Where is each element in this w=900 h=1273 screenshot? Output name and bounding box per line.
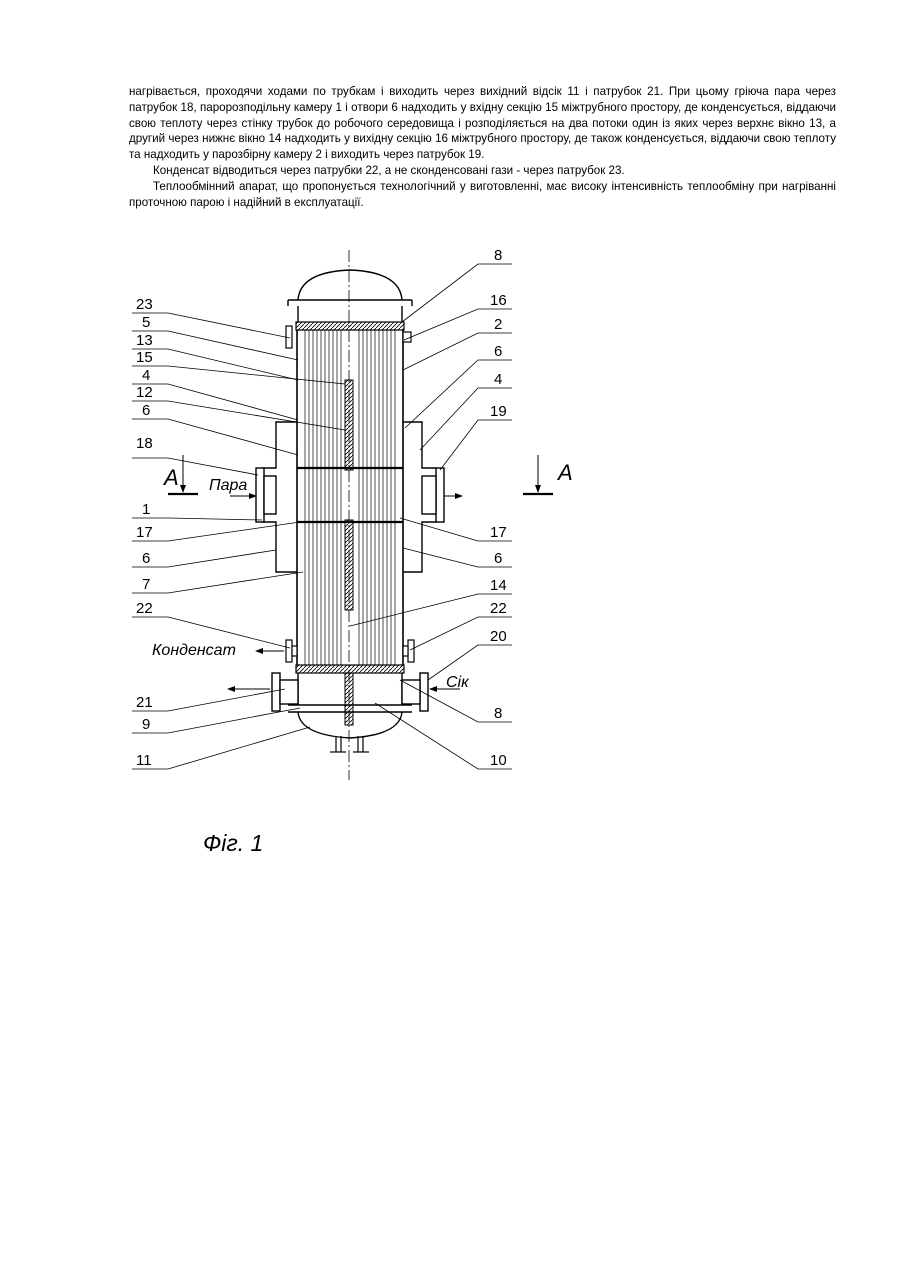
label-17: 17 xyxy=(490,524,507,541)
label-15: 15 xyxy=(136,349,153,366)
label-9: 9 xyxy=(142,716,150,733)
label-2: 2 xyxy=(494,316,502,333)
label-14: 14 xyxy=(490,577,507,594)
label-17: 17 xyxy=(136,524,153,541)
label-11: 11 xyxy=(136,752,152,769)
label-18: 18 xyxy=(136,435,153,452)
label-4: 4 xyxy=(494,371,502,388)
section-mark-right: A xyxy=(556,460,573,485)
right-leader-lines xyxy=(350,264,512,769)
label-12: 12 xyxy=(136,384,153,401)
label-22: 22 xyxy=(490,600,507,617)
figure-caption: Фіг. 1 xyxy=(203,830,263,857)
label-6: 6 xyxy=(142,550,150,567)
bottom-tube-sheet xyxy=(296,665,404,673)
top-tube-sheet xyxy=(296,322,404,330)
label-10: 10 xyxy=(490,752,507,769)
label-6: 6 xyxy=(494,343,502,360)
bottom-partition xyxy=(345,673,353,725)
steam-nozzles xyxy=(256,468,444,522)
label-20: 20 xyxy=(490,628,507,645)
label-19: 19 xyxy=(490,403,507,420)
label-22: 22 xyxy=(136,600,153,617)
label-16: 16 xyxy=(490,292,507,309)
label-1: 1 xyxy=(142,501,150,518)
steam-label: Пара xyxy=(209,477,247,494)
label-21: 21 xyxy=(136,694,153,711)
label-23: 23 xyxy=(136,296,153,313)
top-dome xyxy=(288,270,412,322)
label-6: 6 xyxy=(142,402,150,419)
juice-label: Сік xyxy=(446,674,470,691)
condensate-label: Конденсат xyxy=(152,642,236,659)
label-7: 7 xyxy=(142,576,150,593)
label-13: 13 xyxy=(136,332,153,349)
label-6: 6 xyxy=(494,550,502,567)
left-labels: 23 5 13 15 4 12 6 18 1 17 6 7 22 21 9 11 xyxy=(136,296,153,769)
right-labels: 8 16 2 6 4 19 17 6 14 22 20 8 10 xyxy=(490,247,507,769)
label-4: 4 xyxy=(142,367,150,384)
label-8: 8 xyxy=(494,705,502,722)
section-mark-left: A xyxy=(162,465,179,490)
label-5: 5 xyxy=(142,314,150,331)
label-8: 8 xyxy=(494,247,502,264)
